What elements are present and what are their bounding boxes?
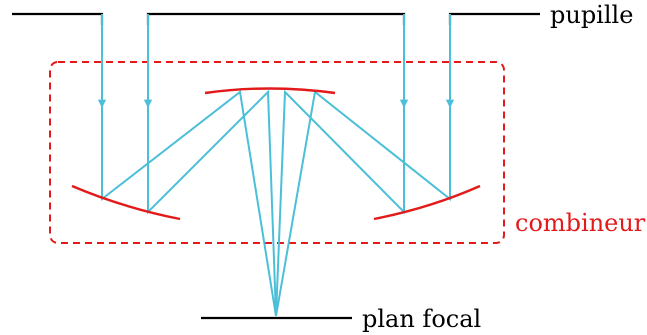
mirrors (71, 87, 481, 221)
reflected-rays (101, 89, 451, 317)
combiner-label: combineur (515, 209, 646, 237)
combiner-box (49, 61, 505, 244)
primary-mirror-left (71, 184, 181, 221)
pupil-label: pupille (550, 1, 633, 29)
incoming-rays (97, 14, 455, 108)
secondary-mirror (204, 87, 336, 95)
focal-plane-label: plan focal (362, 305, 481, 333)
pupil-plane (12, 12, 540, 25)
primary-mirror-right (373, 184, 481, 221)
